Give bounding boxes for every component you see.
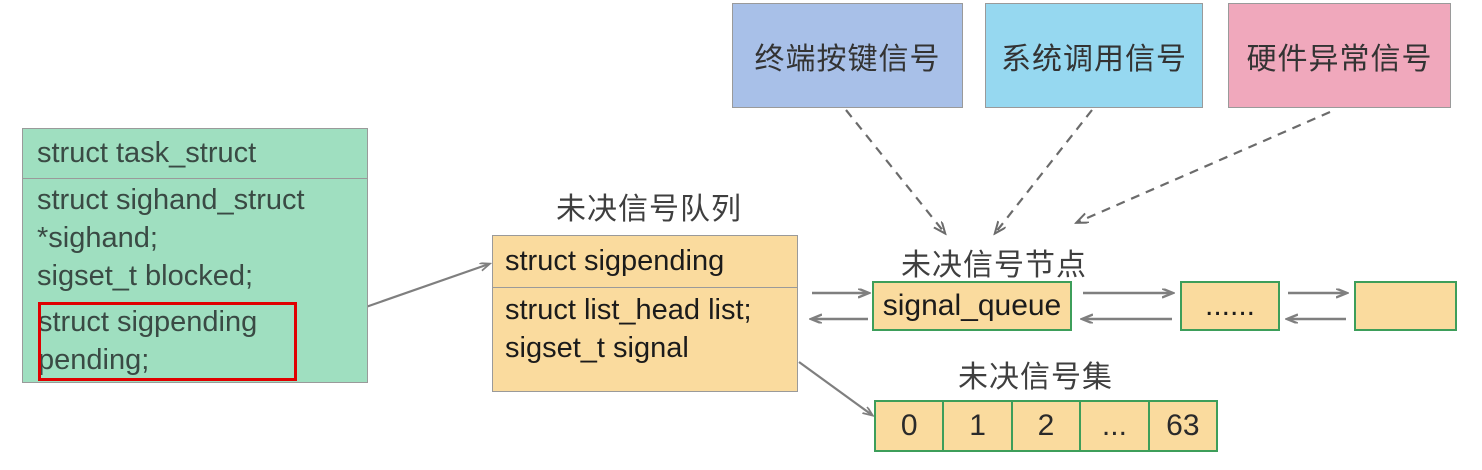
list-link-2	[1288, 293, 1346, 319]
source-box-syscall[interactable]: 系统调用信号	[985, 3, 1203, 108]
task-struct-box[interactable]: struct task_struct struct sighand_struct…	[22, 128, 368, 383]
pending-set-caption: 未决信号集	[958, 361, 1113, 394]
sigpending-header: struct sigpending	[493, 236, 797, 288]
task-struct-fields: struct sighand_struct *sighand; sigset_t…	[37, 184, 305, 292]
pending-set-cell[interactable]: 63	[1166, 409, 1200, 442]
pending-node-2[interactable]	[1354, 281, 1457, 331]
pending-set-cell[interactable]: 0	[876, 402, 945, 450]
task-struct-pending-field: struct sigpending pending;	[38, 306, 258, 376]
dashed-arrow-terminal	[845, 109, 944, 232]
pending-nodes-caption: 未决信号节点	[901, 249, 1087, 282]
source-box-hardware[interactable]: 硬件异常信号	[1228, 3, 1451, 108]
pending-set-row: 0 1 2 ... 63	[874, 400, 1218, 452]
pending-set-cell[interactable]: 1	[944, 402, 1013, 450]
pending-queue-caption: 未决信号队列	[556, 193, 742, 226]
pending-node-0[interactable]: signal_queue	[872, 281, 1072, 331]
task-struct-header: struct task_struct	[23, 129, 367, 179]
pending-set-cell[interactable]: ...	[1081, 402, 1150, 450]
sigpending-box[interactable]: struct sigpending struct list_head list;…	[492, 235, 798, 392]
source-box-terminal[interactable]: 终端按键信号	[732, 3, 963, 108]
dashed-arrow-syscall	[996, 109, 1093, 232]
pending-set-cell[interactable]: 2	[1013, 402, 1082, 450]
list-link-0	[812, 293, 868, 319]
list-link-1	[1083, 293, 1172, 319]
arrow-sigpending-to-set	[798, 361, 872, 415]
sigpending-body: struct list_head list; sigset_t signal	[505, 294, 752, 364]
dashed-arrow-hardware	[1078, 110, 1331, 222]
pending-node-1[interactable]: ......	[1180, 281, 1280, 331]
